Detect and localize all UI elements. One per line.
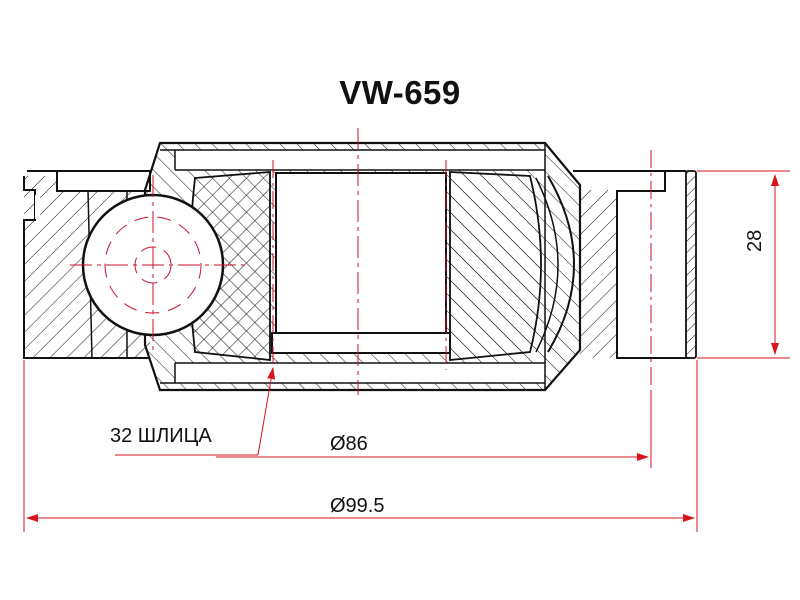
centerlines	[272, 128, 652, 395]
inner-diameter-label: Ø86	[330, 433, 368, 455]
ball	[70, 175, 245, 355]
right-sleeve	[573, 170, 697, 359]
splines-label: 32 ШЛИЦА	[110, 425, 212, 447]
part-number-title: VW-659	[339, 74, 461, 111]
inner-race	[189, 171, 575, 362]
outer-diameter-label: Ø99.5	[330, 495, 385, 517]
dimension-lines	[23, 170, 790, 532]
height-label: 28	[744, 229, 766, 252]
splined-bore	[269, 172, 451, 360]
